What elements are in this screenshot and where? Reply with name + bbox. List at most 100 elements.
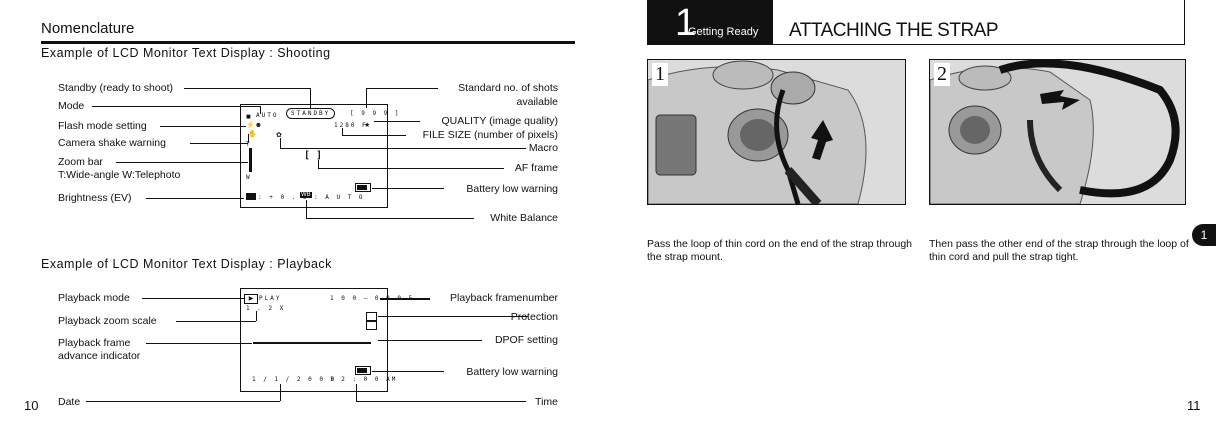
quality-icon: ★ [364,122,371,129]
leader-shake-v [248,134,249,143]
lcd-mode-text: AUTO [256,112,279,119]
leader-standby [184,88,310,89]
step-1-number: 1 [652,63,668,86]
leader-macro-v [280,138,281,148]
label-brightness: Brightness (EV) [58,192,132,204]
frame-advance-bar [253,342,371,344]
label-frame-advance: Playback frame [58,337,131,349]
lcd-time-text: 1 2 : 0 0 AM [330,376,398,383]
playback-heading: Example of LCD Monitor Text Display : Pl… [41,257,332,271]
label-protection: Protection [510,311,558,323]
label-zoom-range: T:Wide-angle W:Telephoto [58,169,181,181]
leader-shots-v [366,88,367,108]
leader-filesize-v [342,128,343,135]
leader-standby-v [310,88,311,108]
leader-wb [306,218,474,219]
label-quality: QUALITY (image quality) [441,115,558,127]
lcd-wb-text: : A U T O [314,194,365,201]
label-flash: Flash mode setting [58,120,147,132]
label-frame-advance-2: advance indicator [58,350,141,362]
label-zoom-bar: Zoom bar [58,156,103,168]
leader-macro [280,148,526,149]
lcd-framenum-text: 1 0 0 — 0 0 0 5 [330,295,415,302]
camera-shake-icon: ✋ [248,131,257,138]
leader-wb-v [306,200,307,218]
chapter-name: Getting Ready [688,26,759,38]
left-page-number: 10 [24,398,39,413]
play-icon: ▶ [244,294,258,304]
leader-brightness [146,198,244,199]
zoom-bar [249,148,252,172]
shooting-lcd-frame [240,104,388,208]
leader-battery-playback [372,371,444,372]
leader-shake [190,143,248,144]
label-filesize: FILE SIZE (number of pixels) [422,129,558,141]
battery-icon [355,183,371,192]
leader-framenumber [380,298,430,300]
step-2-number: 2 [934,63,950,86]
chapter-box [647,0,773,45]
ev-icon [246,193,256,200]
leader-playback-mode [142,298,244,299]
leader-mode-v [260,106,261,114]
leader-quality [374,121,420,122]
leader-battery [372,188,444,189]
lcd-standby-text: STANDBY [286,108,336,119]
chapter-number: 1 [675,2,696,44]
lcd-zoom-text: 1 . 2 X [246,305,286,312]
label-mode: Mode [58,100,85,112]
dpof-icon [366,321,377,330]
leader-date-v [280,384,281,401]
label-shots-2: available [516,96,558,108]
leader-date [86,401,280,402]
lcd-size-text: 1280 F [334,122,368,129]
label-standby: Standby (ready to shoot) [58,82,173,94]
leader-zoom [116,162,248,163]
label-battery: Battery low warning [466,183,558,195]
label-dpof: DPOF setting [494,334,558,346]
step-1-caption: Pass the loop of thin cord on the end of… [647,238,913,263]
label-date: Date [58,396,81,408]
title-rule [41,41,575,44]
label-macro: Macro [528,142,558,154]
chapter-side-tab: 1 [1192,224,1216,246]
leader-protection [378,316,528,317]
lcd-zoom-t: T [246,141,252,148]
leader-time [356,401,526,402]
leader-playback-zoom [176,321,256,322]
leader-time-v [356,384,357,401]
leader-shots [366,88,438,89]
step-2-caption: Then pass the other end of the strap thr… [929,238,1189,263]
lcd-zoom-w: W [246,174,252,181]
camera-icon: ■ [246,112,251,121]
shooting-heading: Example of LCD Monitor Text Display : Sh… [41,46,331,60]
label-battery-playback: Battery low warning [466,366,558,378]
label-playback-zoom: Playback zoom scale [58,315,157,327]
leader-flash [160,126,246,127]
lcd-play-text: PLAY [259,295,282,302]
leader-dpof [378,340,482,341]
right-page-number: 11 [1187,398,1201,413]
leader-mode [92,106,260,107]
label-playback-mode: Playback mode [58,292,130,304]
section-title: ATTACHING THE STRAP [789,20,999,41]
protect-icon [366,312,377,321]
label-shots: Standard no. of shots [458,82,558,94]
step-1-illustration [647,59,906,205]
step-2-illustration [929,59,1186,205]
lcd-shots-text: [ 9 9 9 ] [350,110,401,117]
label-white-balance: White Balance [490,212,558,224]
flash-icon: ⚡☻ [246,122,263,129]
camera-strap-drawing-1 [648,60,905,204]
macro-icon: ✿ [276,132,282,139]
leader-af [318,168,504,169]
lcd-date-text: 1 / 1 / 2 0 0 0 [252,376,337,383]
wb-icon: WB [300,192,312,198]
label-af-frame: AF frame [514,162,558,174]
leader-playback-zoom-v [256,311,257,321]
camera-strap-drawing-2 [930,60,1185,204]
label-framenumber: Playback framenumber [450,292,558,304]
page-title: Nomenclature [41,20,135,37]
leader-filesize [342,135,406,136]
leader-frame-advance [146,343,252,344]
